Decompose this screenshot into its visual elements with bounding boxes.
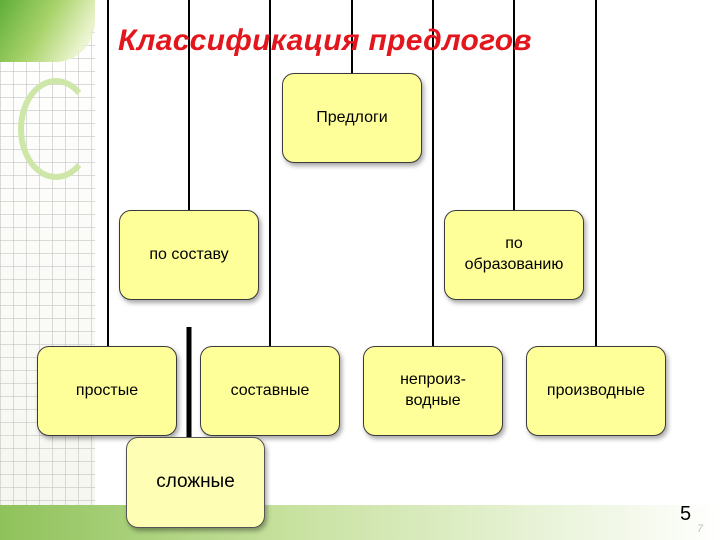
node-by-formation: по образованию [444, 210, 584, 300]
node-label: непроиз- водные [400, 371, 466, 409]
node-label: по составу [149, 245, 229, 263]
decorative-green-corner [0, 0, 95, 62]
page-title: Классификация предлогов [118, 24, 532, 57]
decorative-bottom-band [0, 505, 720, 540]
node-complex: сложные [126, 437, 265, 528]
node-label: простые [75, 381, 139, 399]
page-mark: 7 [697, 523, 704, 535]
node-prepositions: Предлоги [282, 73, 422, 163]
node-simple: простые [37, 346, 177, 436]
node-by-composition: по составу [119, 210, 259, 300]
decorative-ring [18, 78, 94, 180]
node-derivative: производные [526, 346, 666, 436]
node-non-derivative: непроиз- водные [363, 346, 503, 436]
node-label: по образованию [464, 235, 564, 273]
node-label: сложные [156, 471, 235, 493]
node-label: Предлоги [316, 108, 388, 126]
node-compound: составные [200, 346, 340, 436]
node-label: составные [230, 381, 310, 399]
slide-number: 5 [680, 503, 692, 525]
node-label: производные [546, 381, 646, 399]
